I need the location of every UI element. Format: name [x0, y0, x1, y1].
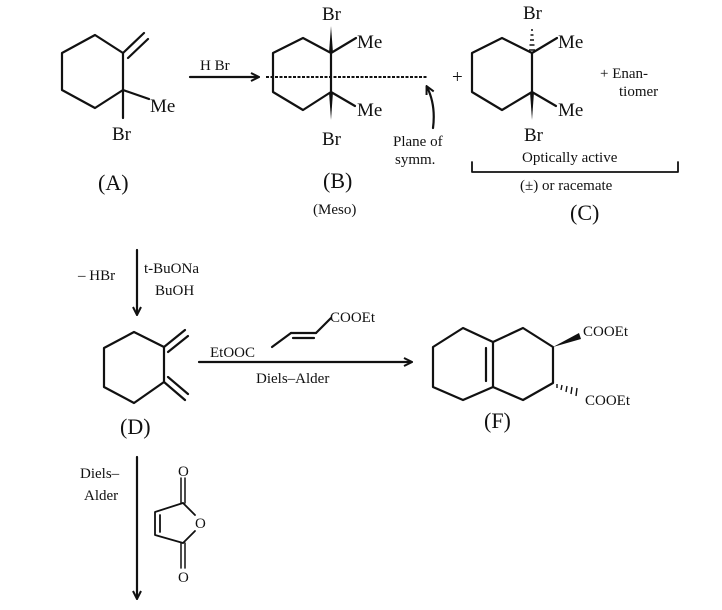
methyl-top-label: Me: [357, 32, 382, 53]
bromo-top-label: Br: [523, 3, 543, 24]
ring-oxygen: O: [195, 516, 206, 532]
methyl-bottom-label: Me: [357, 100, 382, 121]
ester-right-label: COOEt: [330, 310, 376, 326]
reagent-tbuona: t-BuONa: [144, 261, 199, 277]
compound-b: Br Me Me Br Plane of symm. (B) (Meso): [266, 4, 443, 218]
bromo-bottom-label: Br: [322, 129, 342, 150]
diels-alder-label: Diels–Alder: [256, 371, 329, 387]
bromo-top-label: Br: [322, 4, 342, 25]
diels-alder-label-2: Alder: [84, 488, 118, 504]
plane-of-symmetry-label: Plane of: [393, 134, 443, 150]
compound-f: COOEt COOEt (F): [431, 324, 631, 433]
methyl-label: Me: [150, 96, 175, 117]
bromo-bottom-label: Br: [524, 125, 544, 146]
compound-a-label: (A): [98, 170, 129, 195]
meso-label: (Meso): [313, 202, 356, 218]
minus-hbr-label: – HBr: [77, 268, 115, 284]
methyl-top-label: Me: [558, 32, 583, 53]
optically-active-label: Optically active: [522, 150, 618, 166]
enantiomer-label-2: tiomer: [619, 84, 658, 100]
compound-b-label: (B): [323, 168, 352, 193]
compound-c-label: (C): [570, 200, 599, 225]
racemate-label: (±) or racemate: [520, 178, 613, 194]
compound-d: (D): [102, 328, 190, 439]
carbonyl-oxygen-bottom: O: [178, 570, 189, 586]
reagent-hbr: H Br: [200, 58, 230, 74]
compound-f-label: (F): [484, 408, 511, 433]
ester-left-label: EtOOC: [210, 345, 255, 361]
enantiomer-label: + Enan-: [600, 66, 648, 82]
diels-alder-label-1: Diels–: [80, 466, 120, 482]
methyl-bottom-label: Me: [558, 100, 583, 121]
plus-sign: +: [452, 67, 463, 88]
bromo-label: Br: [112, 124, 132, 145]
compound-a: Me Br (A): [60, 31, 175, 195]
plane-of-symmetry-label-2: symm.: [395, 152, 435, 168]
ester-top-label: COOEt: [583, 324, 629, 340]
diethyl-fumarate: EtOOC COOEt: [210, 310, 376, 361]
carbonyl-oxygen-top: O: [178, 464, 189, 480]
reagent-buoh: BuOH: [155, 283, 194, 299]
maleic-anhydride: O O O: [154, 464, 206, 586]
compound-c: Br Me Me Br + Enan- tiomer Optically act…: [470, 3, 679, 225]
ester-bottom-label: COOEt: [585, 393, 631, 409]
bracket: [471, 161, 679, 173]
compound-d-label: (D): [120, 414, 151, 439]
